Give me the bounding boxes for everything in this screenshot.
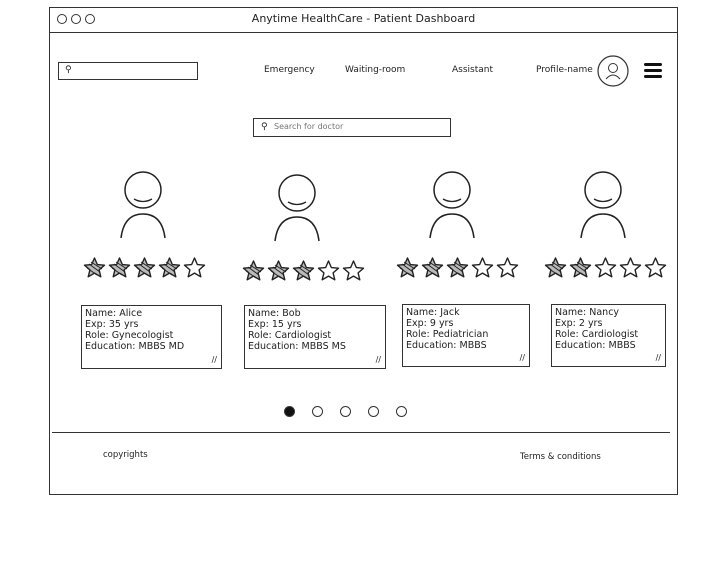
footer-copyrights[interactable]: copyrights (103, 450, 148, 460)
doctor-card: Name: Bob Exp: 15 yrs Role: Cardiologist… (244, 305, 386, 369)
doctor-card: Name: Jack Exp: 9 yrs Role: Pediatrician… (402, 304, 530, 367)
doctor-education: Education: MBBS (555, 340, 636, 351)
nav-emergency[interactable]: Emergency (264, 65, 315, 75)
star-empty-icon[interactable] (643, 256, 668, 278)
doctor-avatar-icon[interactable] (417, 168, 487, 242)
menu-icon[interactable] (644, 63, 662, 79)
doctor-name: Name: Alice (85, 308, 143, 319)
resize-handle-icon[interactable]: ∕∕ (519, 353, 525, 362)
doctor-education: Education: MBBS (406, 340, 487, 351)
rating-stars (82, 256, 207, 278)
doctor-card: Name: Nancy Exp: 2 yrs Role: Cardiologis… (551, 304, 666, 367)
doctor-name: Name: Jack (406, 307, 460, 318)
resize-handle-icon[interactable]: ∕∕ (375, 355, 381, 364)
star-filled-icon[interactable] (157, 256, 182, 278)
star-filled-icon[interactable] (82, 256, 107, 278)
window-minimize-icon[interactable] (71, 14, 81, 24)
page-dot[interactable] (368, 406, 379, 417)
page-dot[interactable] (312, 406, 323, 417)
window-title: Anytime HealthCare - Patient Dashboard (251, 12, 476, 25)
star-filled-icon[interactable] (420, 256, 445, 278)
doctor-name: Name: Nancy (555, 307, 620, 318)
nav-profile-name[interactable]: Profile-name (536, 65, 593, 75)
doctor-name: Name: Bob (248, 308, 301, 319)
nav-assistant[interactable]: Assistant (452, 65, 494, 75)
star-empty-icon[interactable] (470, 256, 495, 278)
doctor-education: Education: MBBS MD (85, 341, 185, 352)
search-icon: ⚲ (65, 65, 72, 75)
doctor-role: Role: Cardiologist (248, 330, 332, 341)
star-filled-icon[interactable] (543, 256, 568, 278)
star-empty-icon[interactable] (341, 259, 366, 281)
doctor-exp: Exp: 9 yrs (406, 318, 454, 329)
star-filled-icon[interactable] (241, 259, 266, 281)
doctor-avatar-icon[interactable] (262, 171, 332, 245)
doctor-avatar-icon[interactable] (108, 168, 178, 242)
star-empty-icon[interactable] (182, 256, 207, 278)
app-window: Anytime HealthCare - Patient Dashboard ⚲… (49, 7, 678, 495)
page-dot[interactable] (396, 406, 407, 417)
rating-stars (395, 256, 520, 278)
doctor-card: Name: Alice Exp: 35 yrs Role: Gynecologi… (81, 305, 222, 369)
doctor-role: Role: Cardiologist (555, 329, 639, 340)
doctor-role: Role: Gynecologist (85, 330, 174, 341)
window-maximize-icon[interactable] (85, 14, 95, 24)
doctor-exp: Exp: 15 yrs (248, 319, 302, 330)
star-filled-icon[interactable] (291, 259, 316, 281)
doctor-education: Education: MBBS MS (248, 341, 346, 352)
title-bar: Anytime HealthCare - Patient Dashboard (50, 8, 677, 33)
star-empty-icon[interactable] (495, 256, 520, 278)
resize-handle-icon[interactable]: ∕∕ (655, 353, 661, 362)
resize-handle-icon[interactable]: ∕∕ (211, 355, 217, 364)
window-close-icon[interactable] (57, 14, 67, 24)
doctor-exp: Exp: 35 yrs (85, 319, 139, 330)
star-filled-icon[interactable] (266, 259, 291, 281)
star-filled-icon[interactable] (132, 256, 157, 278)
rating-stars (543, 256, 668, 278)
doctor-search-field[interactable]: ⚲ (253, 118, 451, 137)
doctor-search-input[interactable] (272, 121, 446, 132)
star-empty-icon[interactable] (593, 256, 618, 278)
doctor-role: Role: Pediatrician (406, 329, 489, 340)
star-filled-icon[interactable] (395, 256, 420, 278)
page-dot[interactable] (340, 406, 351, 417)
rating-stars (241, 259, 366, 281)
search-icon: ⚲ (261, 122, 268, 132)
footer-terms-link[interactable]: Terms & conditions (520, 452, 601, 462)
header-search-input[interactable]: ⚲ (58, 62, 198, 80)
doctor-exp: Exp: 2 yrs (555, 318, 603, 329)
star-filled-icon[interactable] (445, 256, 470, 278)
avatar-icon[interactable] (597, 55, 629, 87)
star-filled-icon[interactable] (568, 256, 593, 278)
doctor-avatar-icon[interactable] (568, 168, 638, 242)
nav-waiting-room[interactable]: Waiting-room (345, 65, 406, 75)
footer-divider (52, 432, 670, 433)
star-empty-icon[interactable] (618, 256, 643, 278)
star-filled-icon[interactable] (107, 256, 132, 278)
page-dot[interactable] (284, 406, 295, 417)
star-empty-icon[interactable] (316, 259, 341, 281)
